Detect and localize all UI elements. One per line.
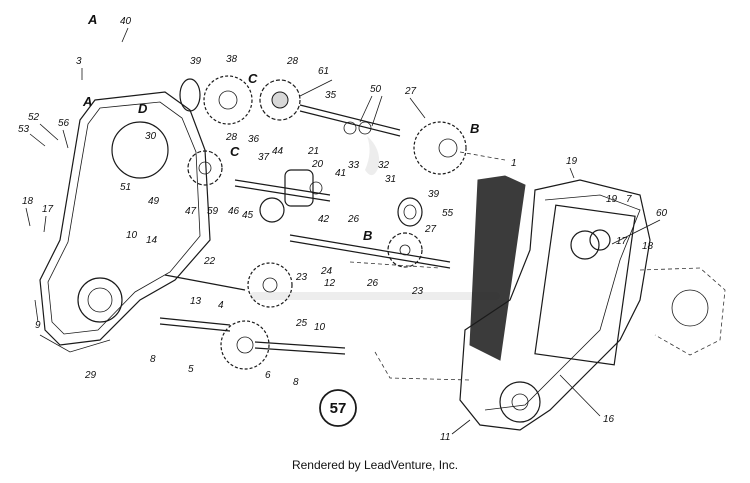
part-label: 28: [286, 56, 299, 67]
part-label: 17: [42, 204, 54, 215]
gear-38: [203, 75, 253, 125]
part-label: 7: [626, 194, 632, 205]
part-label: 22: [203, 256, 216, 267]
part-label: 39: [190, 56, 202, 67]
part-label: 60: [656, 208, 668, 219]
part-label: 29: [84, 370, 97, 381]
part-label: 49: [148, 196, 160, 207]
assembly-guide-lines: [349, 151, 506, 381]
gear-23-lower: [247, 262, 293, 308]
part-label: 18: [22, 196, 34, 207]
part-label: 3: [76, 56, 82, 67]
part-label: 31: [385, 174, 396, 185]
hub-42: [259, 197, 285, 223]
letter-label: B: [363, 228, 372, 243]
bearing-55: [397, 197, 423, 227]
part-label: 19: [566, 156, 578, 167]
part-label: 50: [370, 84, 382, 95]
part-label: 1: [511, 158, 517, 169]
footer-credit: Rendered by LeadVenture, Inc.: [291, 458, 459, 472]
gears: [179, 75, 467, 370]
watermark-logo: [250, 136, 500, 300]
part-label: 61: [318, 66, 329, 77]
part-label: 46: [228, 206, 240, 217]
part-label: 18: [642, 241, 654, 252]
part-label: 25: [295, 318, 308, 329]
part-label: 17: [616, 236, 628, 247]
drive-chain: [469, 175, 526, 361]
letter-label: A: [82, 94, 92, 109]
part-label: 10: [126, 230, 138, 241]
sprocket-27-lower: [387, 232, 423, 268]
part-label: 20: [311, 159, 324, 170]
part-label: 33: [348, 160, 360, 171]
part-label: 37: [258, 152, 270, 163]
part-label: 30: [145, 131, 157, 142]
part-label: 23: [295, 272, 308, 283]
letter-labels: A A B B C C D: [82, 12, 479, 243]
part-label: 40: [120, 16, 132, 27]
part-label: 26: [347, 214, 360, 225]
part-label: 59: [207, 206, 219, 217]
part-label: 21: [307, 146, 319, 157]
hub-41: [284, 169, 323, 207]
spacer-39: [179, 78, 201, 112]
part-label: 52: [28, 112, 40, 123]
part-label: 4: [218, 300, 224, 311]
letter-label: A: [87, 12, 97, 27]
letter-label: D: [138, 101, 148, 116]
part-label: 8: [293, 377, 299, 388]
part-label: 51: [120, 182, 131, 193]
part-label: 44: [272, 146, 284, 157]
leader-lines: [25, 27, 661, 435]
part-label: 6: [265, 370, 271, 381]
part-label: 42: [318, 214, 330, 225]
part-label: 11: [440, 432, 450, 443]
left-housing-plate: [39, 91, 211, 353]
part-label: 56: [58, 118, 70, 129]
part-label: 16: [603, 414, 615, 425]
spacers-50: [343, 121, 372, 135]
gear-31: [413, 121, 467, 175]
letter-label: C: [230, 144, 240, 159]
part-label: 14: [146, 235, 158, 246]
letter-label: C: [248, 71, 258, 86]
figure-number: 57: [330, 400, 347, 417]
part-label: 24: [320, 266, 333, 277]
part-label: 13: [190, 296, 202, 307]
part-labels: 40 3 52 53 56 18 17 9 29 39 38 28 61 35 …: [18, 16, 668, 443]
gear-6: [220, 320, 270, 370]
part-label: 32: [378, 160, 390, 171]
part-label: 23: [411, 286, 424, 297]
part-label: 26: [366, 278, 379, 289]
part-label: 36: [248, 134, 260, 145]
part-label: 38: [226, 54, 238, 65]
part-label: 39: [428, 189, 440, 200]
sprocket-59: [187, 150, 223, 186]
part-label: 47: [185, 206, 197, 217]
right-housing-cover: [459, 179, 726, 431]
part-label: 8: [150, 354, 156, 365]
figure-callout: 57: [319, 389, 357, 427]
part-label: 9: [35, 320, 41, 331]
shafts: [159, 104, 451, 355]
part-label: 28: [225, 132, 238, 143]
part-label: 19: [606, 194, 618, 205]
part-label: 27: [404, 86, 417, 97]
part-label: 10: [314, 322, 326, 333]
letter-label: B: [470, 121, 479, 136]
part-label: 12: [324, 278, 336, 289]
part-label: 5: [188, 364, 194, 375]
part-label: 55: [442, 208, 454, 219]
part-label: 41: [335, 168, 346, 179]
part-label: 35: [325, 90, 337, 101]
part-label: 27: [424, 224, 437, 235]
part-label: 53: [18, 124, 30, 135]
sprocket-61: [259, 79, 301, 121]
part-label: 45: [242, 210, 254, 221]
